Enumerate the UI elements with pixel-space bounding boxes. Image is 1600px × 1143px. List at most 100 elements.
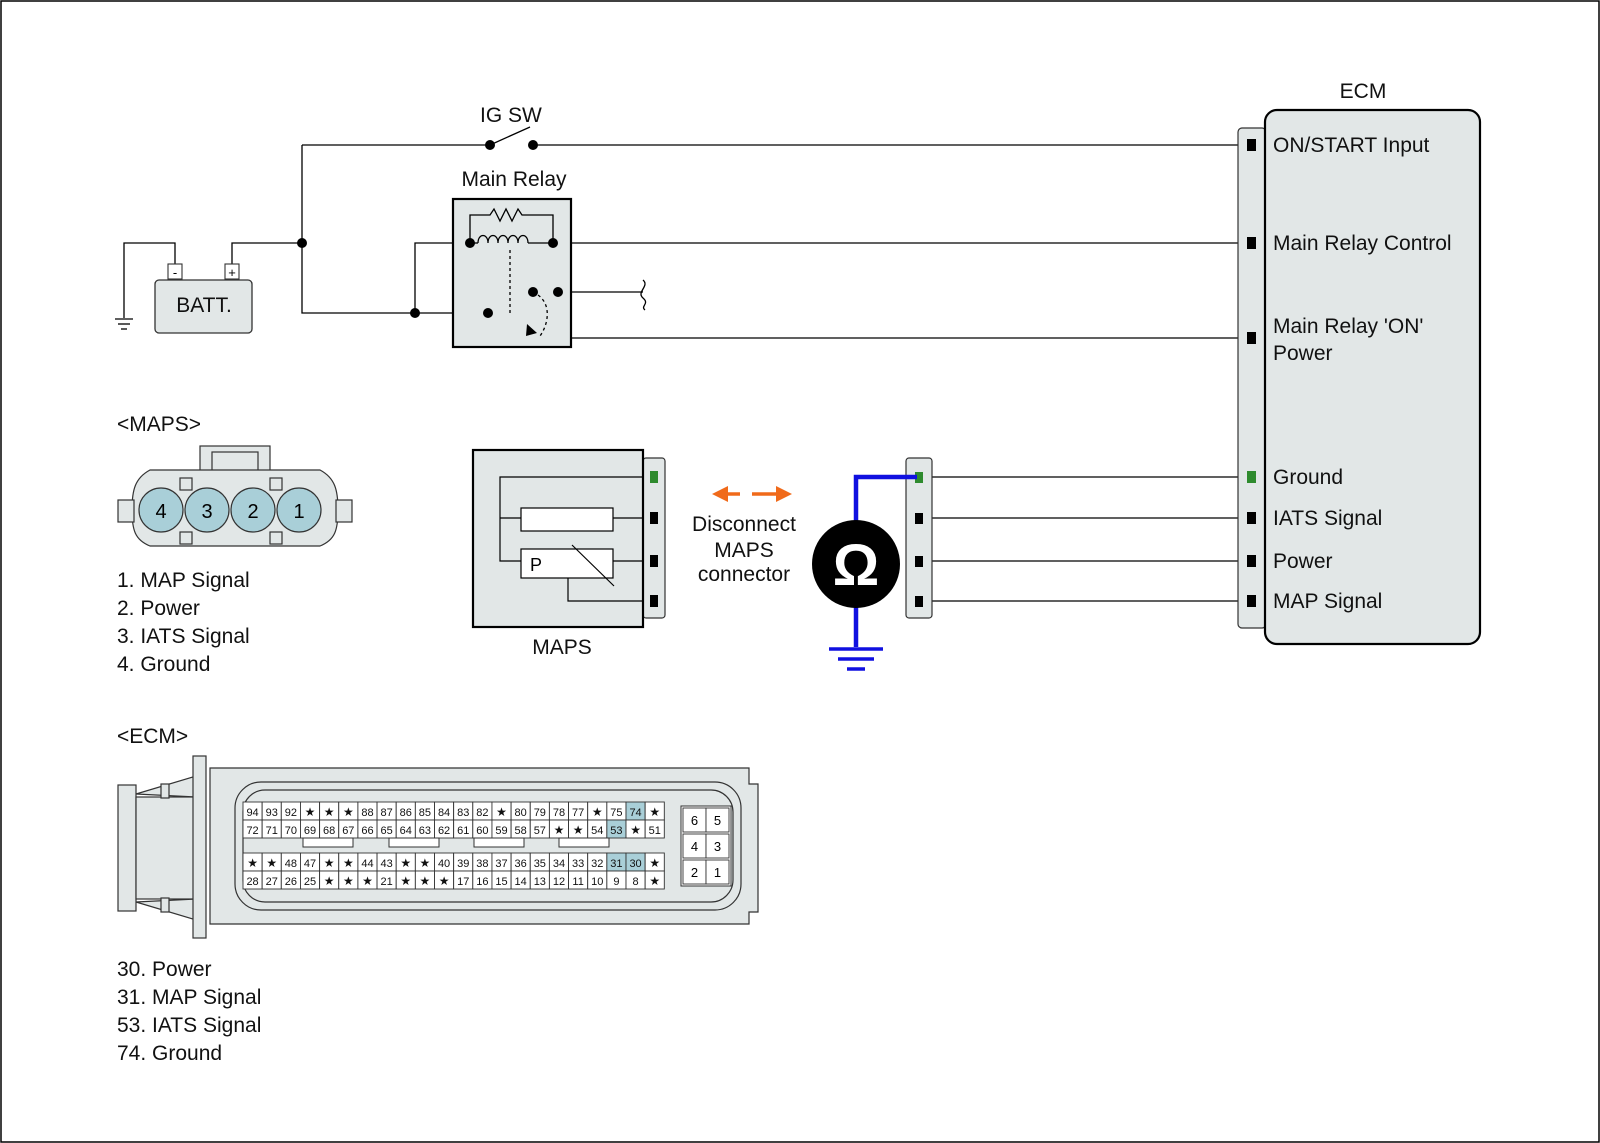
ecm-pin-number: ★	[420, 856, 431, 870]
ecm-pin-number: 15	[495, 876, 507, 888]
ecm-pin-number: 14	[515, 876, 527, 888]
ecm-pin-number: 68	[323, 825, 335, 837]
ecm-pin-number: 65	[381, 825, 393, 837]
ig-sw-label: IG SW	[480, 104, 542, 127]
ecm-pin-number: ★	[573, 823, 584, 837]
ecm-pin-number: ★	[305, 805, 316, 819]
maps-legend-item: 1. MAP Signal	[117, 569, 250, 592]
ecm-pin-legend: 30. Power 31. MAP Signal 53. IATS Signal 74…	[117, 958, 261, 1065]
maps-unit-label: MAPS	[532, 636, 592, 659]
ecm-pin-number: ★	[343, 874, 354, 888]
ecm-pin-number: ★	[266, 856, 277, 870]
ecm-pin-power	[1247, 555, 1256, 567]
ecm-legend-item: 74. Ground	[117, 1042, 222, 1065]
ecm-small-pin-cell	[705, 833, 730, 859]
maps-pin-label-2: 2	[247, 501, 258, 523]
ecm-legend-item: 31. MAP Signal	[117, 986, 261, 1009]
ecm-pin-number: 74	[629, 807, 641, 819]
ecm-pin-cell	[644, 870, 665, 890]
ecm-label-main-relay-on-power-line-2: Power	[1273, 342, 1333, 365]
ecm-label-on-start-input: ON/START Input	[1273, 134, 1430, 157]
ecm-pin-number: 10	[591, 876, 603, 888]
ecm-small-pin-number: 3	[714, 839, 721, 854]
ecm-pin-number: 66	[361, 825, 373, 837]
ecm-connector-heading: <ECM>	[117, 725, 188, 748]
ecm-pin-number: ★	[247, 856, 258, 870]
ecm-pin-number: ★	[554, 823, 565, 837]
ecm-pin-number: 32	[591, 858, 603, 870]
ecm-pin-number: 30	[629, 858, 641, 870]
maps-pin-2	[230, 487, 276, 533]
ecm-pin-main-relay-on-power	[1247, 332, 1256, 344]
ecm-pin-number: 11	[572, 876, 583, 888]
ecm-pin-number: ★	[400, 874, 411, 888]
maps-pin-1	[276, 487, 322, 533]
ecm-pin-number: 54	[591, 825, 603, 837]
ecm-small-pin-cell	[705, 859, 730, 885]
ecm-pin-number: 43	[381, 858, 393, 870]
ecm-label-map-signal: MAP Signal	[1273, 590, 1382, 613]
ecm-pin-number: 94	[246, 807, 258, 819]
ecm-pin-number: ★	[324, 874, 335, 888]
maps-unit-pin	[650, 471, 658, 483]
maps-pin-3	[184, 487, 230, 533]
ecm-pin-number: 82	[476, 807, 488, 819]
ecm-small-pin-number: 1	[714, 865, 721, 880]
ecm-legend-item: 30. Power	[117, 958, 212, 981]
ecm-pin-number: 13	[534, 876, 546, 888]
ecm-pin-number: ★	[420, 874, 431, 888]
maps-connector-pins: 4 3 2 1	[138, 487, 322, 533]
maps-pin-label-3: 3	[201, 501, 212, 523]
ecm-pin-number: 12	[553, 876, 565, 888]
battery-label: BATT.	[176, 294, 232, 317]
ecm-pin-number: 47	[304, 858, 316, 870]
ecm-pin-number: 86	[400, 807, 412, 819]
ecm-pin-number: 63	[419, 825, 431, 837]
harness-pin	[915, 596, 923, 607]
ecm-key-slot	[473, 837, 525, 848]
ecm-pin-number: ★	[324, 805, 335, 819]
ecm-pin-number: 93	[266, 807, 278, 819]
ecm-pin-number: 57	[534, 825, 546, 837]
ecm-pin-number: 8	[633, 876, 639, 888]
ecm-pin-number: 25	[304, 876, 316, 888]
ecm-pin-number: 83	[457, 807, 469, 819]
battery: - + BATT.	[154, 263, 253, 334]
disconnect-arrows	[712, 486, 792, 502]
harness-pin	[915, 513, 923, 524]
ecm-label-power: Power	[1273, 550, 1333, 573]
ecm-key-slot	[388, 837, 440, 848]
harness-pin	[915, 556, 923, 567]
maps-pin-label-1: 1	[293, 501, 304, 523]
ecm-pin-number: 67	[342, 825, 354, 837]
maps-legend-item: 3. IATS Signal	[117, 625, 250, 648]
ecm-small-pin-number: 4	[691, 839, 698, 854]
main-relay	[451, 197, 573, 349]
maps-pin-4	[138, 487, 184, 533]
ecm-key-slot	[558, 837, 610, 848]
maps-pin-label-4: 4	[155, 501, 166, 523]
ecm-pin-number: 48	[285, 858, 297, 870]
ecm-pin-cell	[644, 819, 665, 839]
ohm-symbol: Ω	[833, 533, 880, 598]
disconnect-instruction-line-1: Disconnect	[692, 513, 796, 536]
ecm-pin-number: 64	[400, 825, 412, 837]
probe-ground-icon	[829, 647, 883, 671]
battery-minus-label: -	[173, 265, 177, 280]
ohmmeter-icon	[812, 520, 900, 608]
ecm-pin-iats-signal	[1247, 512, 1256, 524]
ecm-legend-item: 53. IATS Signal	[117, 1014, 261, 1037]
ecm-pin-number: 51	[649, 825, 661, 837]
ecm-pin-number: ★	[324, 856, 335, 870]
ecm-pin-number: ★	[630, 823, 641, 837]
ecm-pin-number: 62	[438, 825, 450, 837]
ecm-pin-number: 21	[381, 876, 393, 888]
maps-legend-item: 4. Ground	[117, 653, 210, 676]
ecm-pin-number: 9	[613, 876, 619, 888]
ecm-pin-on-start-input	[1247, 139, 1256, 151]
ecm-pin-number: 85	[419, 807, 431, 819]
ecm-pin-number: 44	[361, 858, 373, 870]
